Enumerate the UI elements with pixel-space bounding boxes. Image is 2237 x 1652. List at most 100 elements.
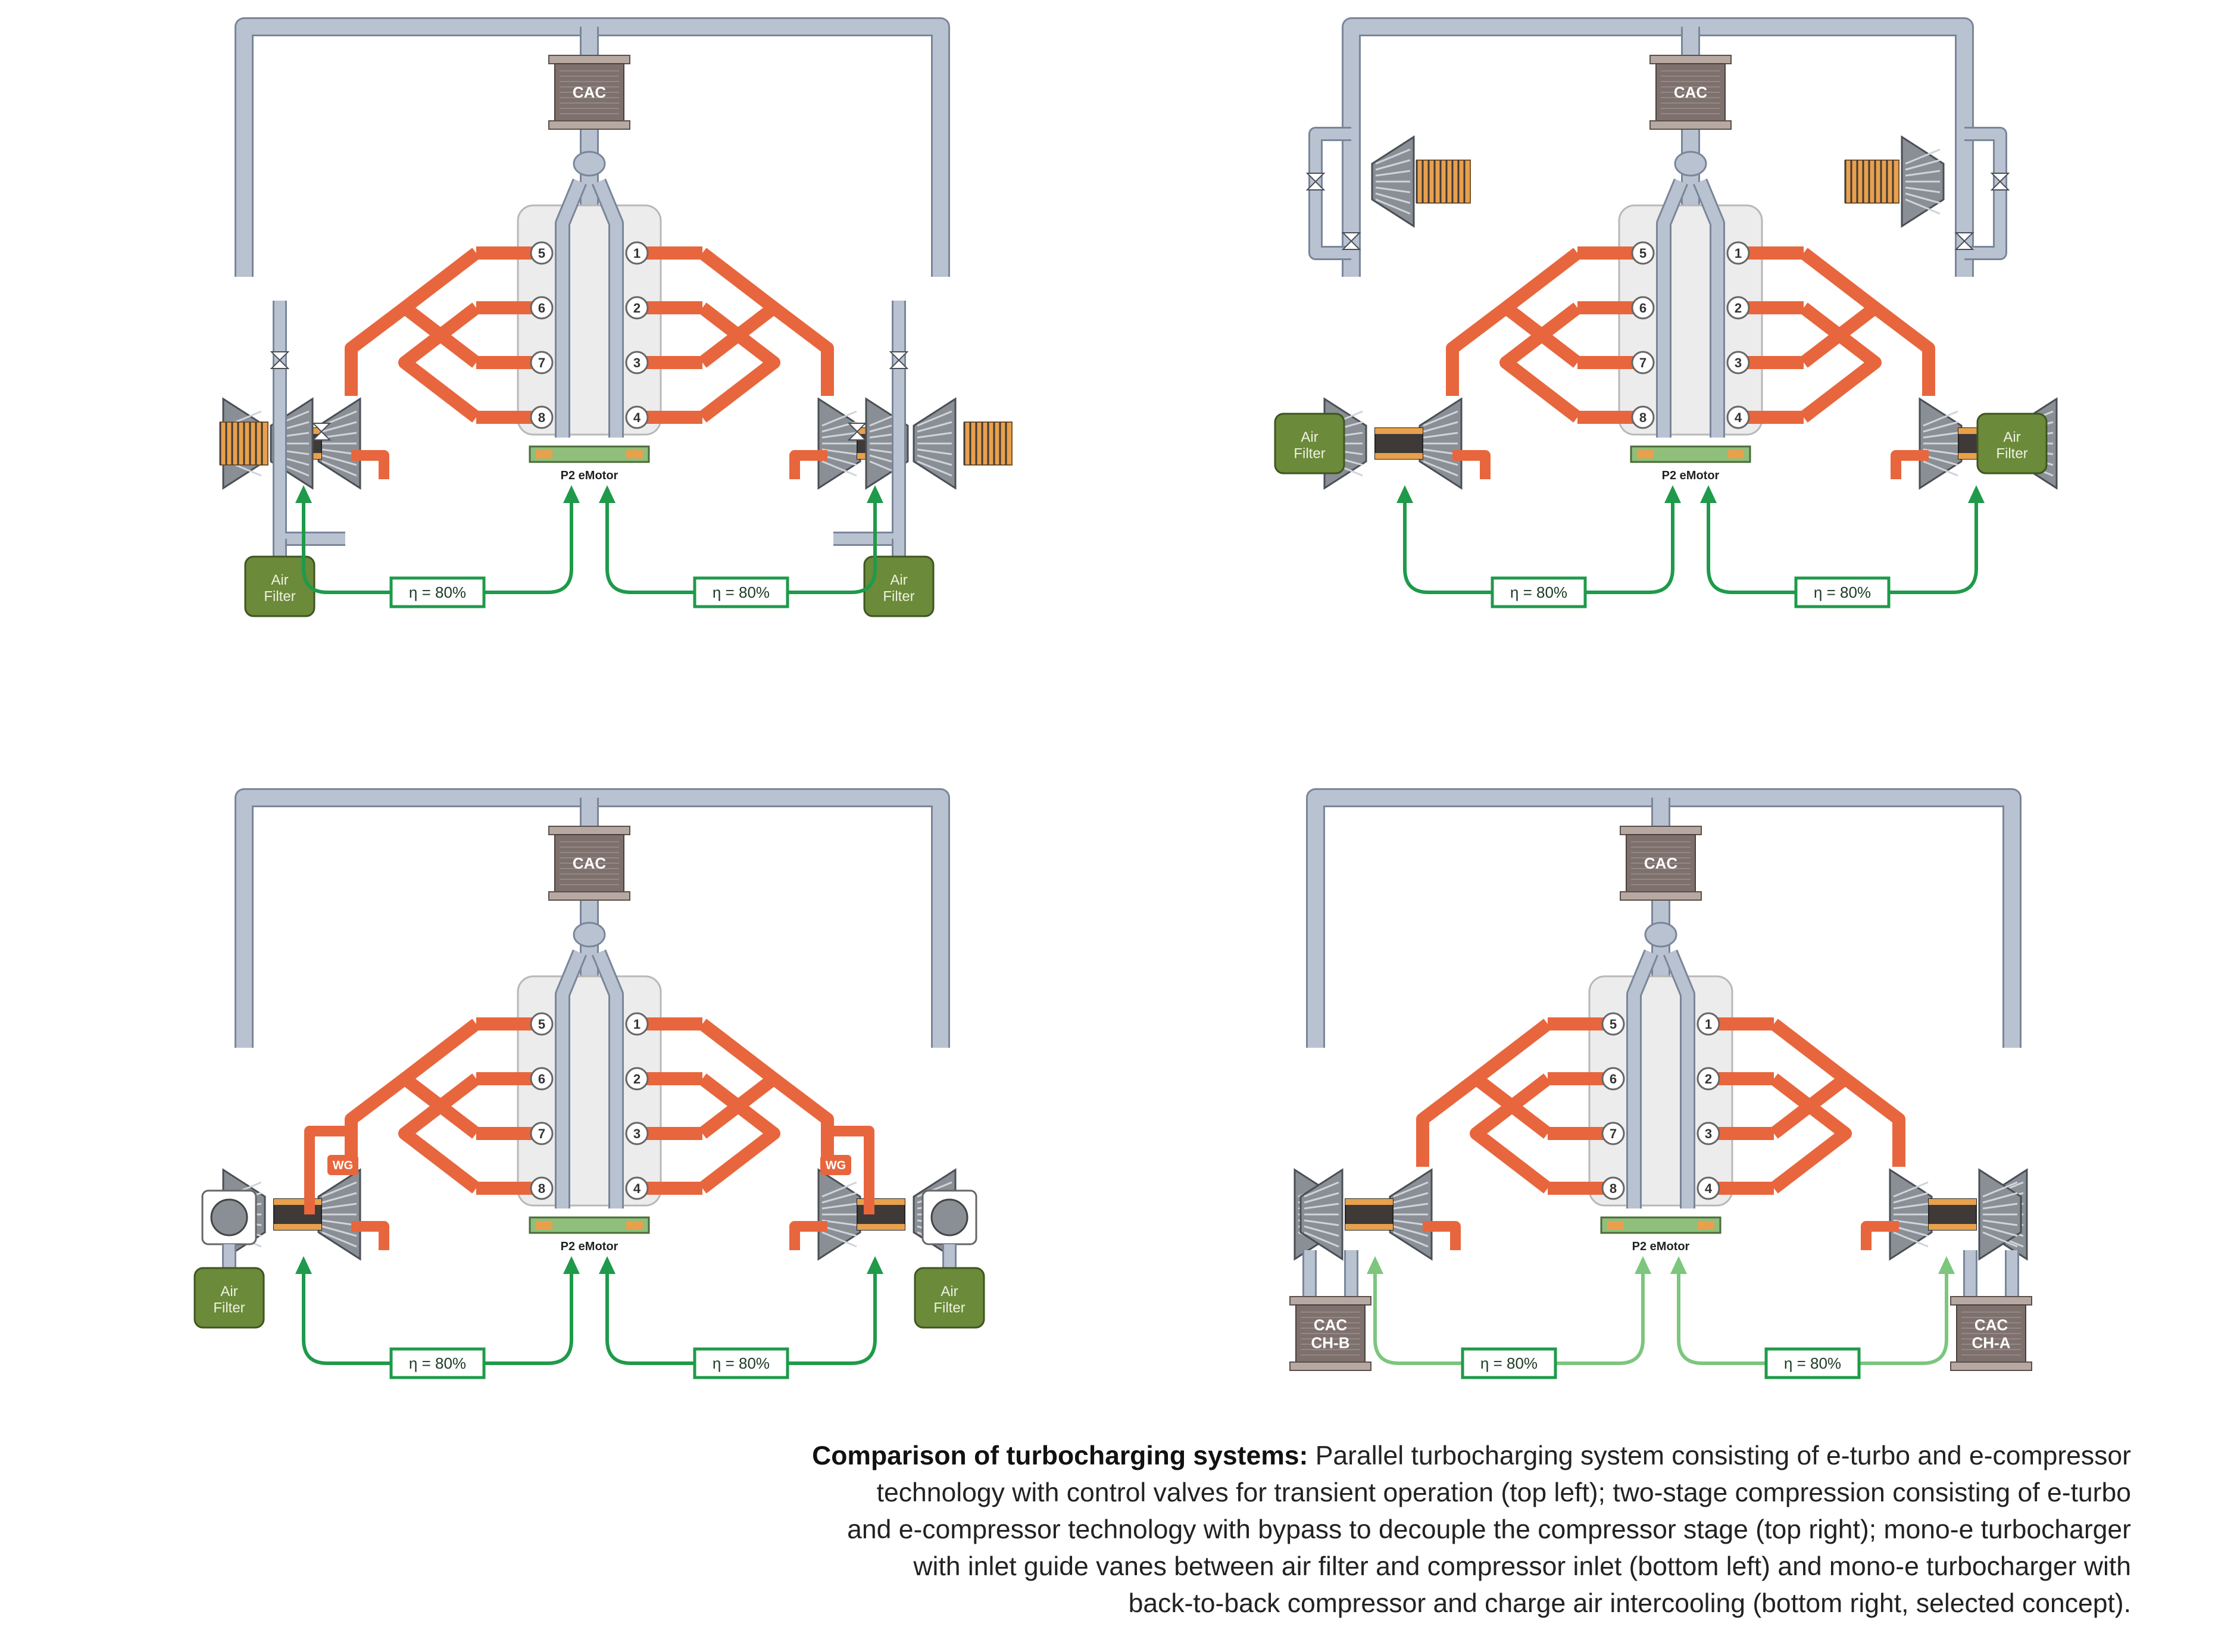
compressor-right-blade — [917, 448, 952, 455]
turbine-left-blade — [1393, 1231, 1429, 1248]
turbo-shaft-left-band-top — [1345, 1199, 1393, 1205]
intake-runner-right — [1694, 179, 1723, 438]
turbine-left-blade — [321, 460, 357, 477]
exhaust-collector-left — [345, 1073, 409, 1131]
cylinder-marker — [1631, 405, 1655, 429]
cylinder-marker — [1726, 296, 1750, 320]
turbine-left-blade — [321, 448, 357, 455]
cylinder-marker — [1726, 351, 1750, 374]
turbo-shaft-right-band-bottom — [1929, 1224, 1976, 1230]
turbine-right-blade — [1893, 1225, 1929, 1237]
bypass-right — [1964, 129, 2005, 258]
cac-top-plate — [1950, 1296, 2032, 1306]
emotor-terminal-right — [1698, 1221, 1714, 1229]
efficiency-box — [389, 576, 486, 608]
ecompressor-motor-left — [1416, 160, 1471, 204]
compressor-stage2-right-blade — [1982, 1219, 2018, 1226]
cylinder-marker — [1726, 405, 1750, 429]
cylinder-number: 3 — [1705, 1126, 1712, 1141]
electric-arrowhead — [563, 1256, 580, 1274]
turbine-right-blade — [1923, 448, 1958, 455]
control-valve-right-lower — [847, 423, 867, 433]
turbo-shaft-left-band-bottom — [274, 1224, 321, 1230]
bypass-valve-right — [1990, 173, 2010, 183]
cac-top-plate — [1649, 55, 1732, 64]
turbine-right-blade — [1923, 421, 1958, 433]
electric-arrowhead — [563, 485, 580, 503]
bypass-valve-right-lower — [1990, 180, 2010, 191]
control-valve-left-upper — [270, 351, 290, 361]
cylinder-marker — [625, 1122, 649, 1145]
air-filter-box — [1976, 413, 2048, 474]
cylinder-number: 1 — [633, 1017, 641, 1032]
cylinder-marker — [530, 351, 554, 374]
cac-top-plate — [1289, 1296, 1371, 1306]
cylinder-number: 8 — [1639, 410, 1646, 425]
cylinder-number: 5 — [538, 246, 545, 261]
efficiency-label: η = 80% — [1784, 1354, 1841, 1372]
caption-title: Comparison of turbocharging systems: — [812, 1441, 1308, 1470]
turbo-shaft-left-band-top — [1375, 428, 1423, 434]
cylinder-number: 6 — [538, 1072, 545, 1086]
cylinder-marker — [530, 1067, 554, 1091]
cylinder-marker — [1697, 1067, 1720, 1091]
wastegate-label: WG — [333, 1159, 353, 1172]
turbine-left-blade — [1423, 410, 1458, 427]
exhaust-outlet-right — [789, 1221, 827, 1250]
exhaust-outlet-right — [1861, 1221, 1899, 1250]
air-filter-box — [863, 555, 935, 617]
cylinder-marker — [530, 405, 554, 429]
intake-runner-left — [557, 950, 586, 1208]
electric-arrowhead — [1700, 485, 1717, 503]
exhaust-merge-right-b — [698, 302, 780, 423]
turbine-left-blade — [1393, 1192, 1429, 1204]
cylinder-marker — [625, 1067, 649, 1091]
electric-arrowhead — [1938, 1256, 1955, 1274]
cylinder-marker — [1631, 351, 1655, 374]
turbine-right-blade — [1893, 1203, 1929, 1210]
cylinder-number: 4 — [1735, 410, 1742, 425]
emotor-label: P2 eMotor — [1632, 1240, 1690, 1253]
throttle-body — [573, 151, 606, 177]
cac-bottom-plate — [1950, 1361, 2032, 1371]
compressor-right-blade — [917, 421, 952, 433]
compressor-stage2-left-blade — [1304, 1231, 1339, 1248]
ecompressor-motor-right — [1845, 160, 1899, 204]
exhaust-merge-left-b — [398, 302, 480, 423]
cylinder-marker — [1631, 296, 1655, 320]
bypass-valve-left-lower — [1305, 180, 1326, 191]
turbine-left-blade — [1423, 454, 1458, 466]
cylinder-marker — [625, 1012, 649, 1036]
intake-loop — [1344, 19, 1972, 277]
electric-arrowhead — [295, 485, 312, 503]
electric-arrowhead — [1664, 485, 1681, 503]
electric-arrowhead — [599, 1256, 616, 1274]
turbine-right-blade — [821, 1225, 857, 1237]
ecompressor-right-blade — [1905, 186, 1941, 193]
ecompressor-right-blade — [1905, 159, 1941, 171]
cylinder-number: 1 — [633, 246, 641, 261]
emotor-terminal-right — [1727, 450, 1744, 458]
electric-arrowhead — [1968, 485, 1985, 503]
turbine-left-blade — [1393, 1203, 1429, 1210]
cylinder-marker — [625, 241, 649, 265]
cylinder-marker — [625, 1176, 649, 1200]
cylinder-marker — [1697, 1176, 1720, 1200]
turbine-left-blade — [1423, 421, 1458, 433]
cylinder-number: 4 — [1705, 1181, 1713, 1196]
turbo-shaft-left-band-top — [274, 1199, 321, 1205]
compressor-right-blade — [917, 432, 952, 439]
exhaust-outlet-left — [351, 450, 389, 479]
cylinder-marker — [1601, 1067, 1625, 1091]
cylinder-marker — [1726, 241, 1750, 265]
ecompressor-left-blade — [1375, 186, 1411, 193]
cylinder-number: 1 — [1735, 246, 1742, 261]
efficiency-label: η = 80% — [713, 583, 770, 601]
air-filter-box — [914, 1267, 985, 1329]
cac-label: CAC — [1644, 854, 1678, 872]
